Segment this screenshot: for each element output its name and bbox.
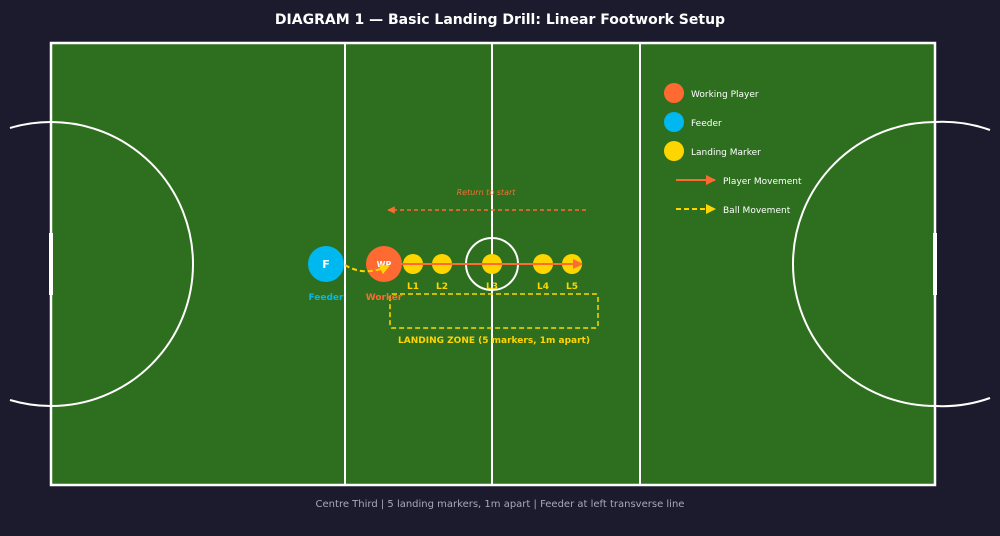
legend-label-landing-marker: Landing Marker bbox=[691, 148, 761, 158]
marker-label-l4: L4 bbox=[537, 282, 549, 292]
legend-label-working-player: Working Player bbox=[691, 90, 759, 100]
return-to-start-label: Return to start bbox=[457, 188, 517, 197]
diagram-caption: Centre Third | 5 landing markers, 1m apa… bbox=[315, 499, 685, 510]
legend: Working Player Feeder Landing Marker Pla… bbox=[664, 83, 802, 216]
working-player-token bbox=[366, 246, 402, 282]
landing-zone-label: LANDING ZONE (5 markers, 1m apart) bbox=[398, 336, 590, 346]
ball-movement-pass bbox=[344, 264, 390, 275]
court-border bbox=[49, 41, 937, 487]
marker-label-l3: L3 bbox=[486, 282, 498, 292]
right-goal-circle-outer-top bbox=[934, 120, 991, 131]
worker-label: Worker bbox=[366, 293, 403, 303]
right-goal-circle bbox=[792, 121, 936, 407]
right-goal-circle-outer-bottom bbox=[934, 397, 991, 408]
landing-marker-icon bbox=[664, 141, 684, 161]
legend-label-feeder: Feeder bbox=[691, 119, 722, 129]
marker-label-l2: L2 bbox=[436, 282, 448, 292]
marker-label-l1: L1 bbox=[407, 282, 419, 292]
left-goal-circle-outer-bottom bbox=[9, 399, 52, 408]
left-goal-circle-outer-top bbox=[9, 120, 52, 129]
working-player-token-text: WP bbox=[377, 260, 392, 269]
diagram-title: DIAGRAM 1 — Basic Landing Drill: Linear … bbox=[274, 12, 726, 28]
feeder-token-text: F bbox=[322, 258, 330, 271]
legend-label-ball-movement: Ball Movement bbox=[723, 206, 791, 216]
feeder-icon bbox=[664, 112, 684, 132]
feeder-token bbox=[308, 246, 344, 282]
working-player-icon bbox=[664, 83, 684, 103]
legend-label-player-movement: Player Movement bbox=[723, 177, 802, 187]
left-goal-circle bbox=[50, 121, 194, 407]
marker-label-l5: L5 bbox=[566, 282, 578, 292]
feeder-label: Feeder bbox=[309, 293, 345, 303]
